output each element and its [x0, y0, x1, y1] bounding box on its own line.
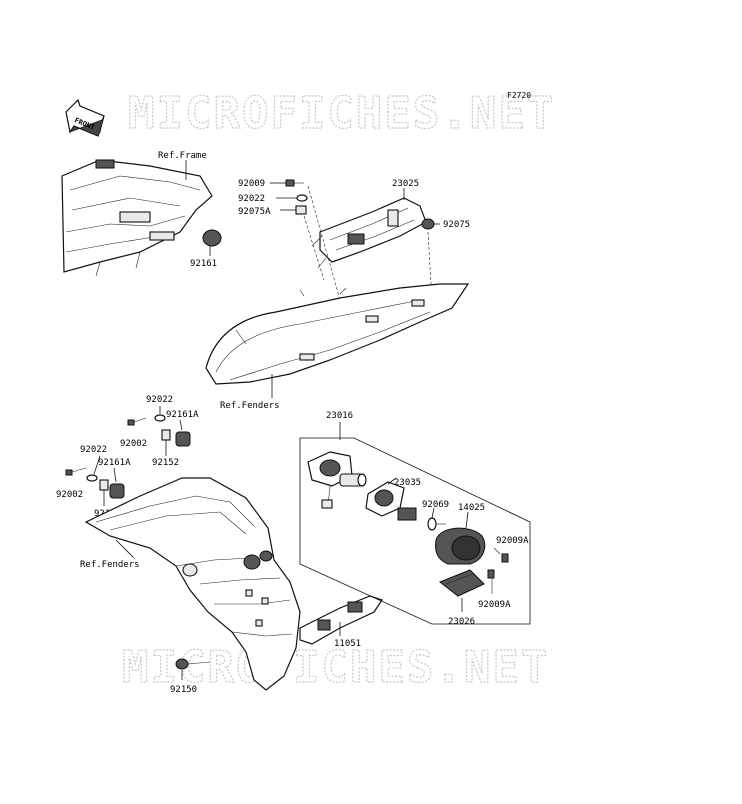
screw-92009A-b — [487, 569, 495, 594]
label-92002-a: 92002 — [120, 439, 147, 449]
label-23025: 23025 — [392, 179, 419, 189]
label-92022-top: 92022 — [238, 194, 265, 204]
screw-92009-top — [285, 179, 304, 187]
lens-14025 — [435, 527, 486, 565]
seat-cowl — [205, 283, 470, 385]
label-ref-frame: Ref.Frame — [158, 151, 207, 161]
connector — [397, 507, 417, 521]
socket-23035 — [365, 481, 405, 517]
label-ref-fenders-top: Ref.Fenders — [220, 401, 280, 411]
label-92009A-b: 92009A — [478, 600, 511, 610]
label-92161A-b: 92161A — [98, 458, 131, 468]
nut-92075A — [295, 205, 307, 215]
grommet-92161 — [202, 229, 222, 247]
label-92075A: 92075A — [238, 207, 271, 217]
label-23026: 23026 — [448, 617, 475, 627]
washer-92022-top — [296, 194, 308, 202]
watermark-top: MICROFICHES.NET — [128, 88, 555, 139]
bulb-holder — [339, 473, 367, 487]
label-92009A-a: 92009A — [496, 536, 529, 546]
front-arrow-icon: FRONT — [65, 98, 105, 137]
label-92150: 92150 — [170, 685, 197, 695]
label-92069: 92069 — [422, 500, 449, 510]
label-92022-a: 92022 — [146, 395, 173, 405]
watermark-bottom: MICROFICHES.NET — [122, 642, 549, 693]
screw-92069 — [427, 517, 437, 531]
label-92075: 92075 — [443, 220, 470, 230]
label-92002-b: 92002 — [56, 490, 83, 500]
label-92022-b: 92022 — [80, 445, 107, 455]
label-23016: 23016 — [326, 411, 353, 421]
label-92161: 92161 — [190, 259, 217, 269]
group-outline-23016 — [299, 437, 531, 625]
taillight-23025 — [311, 197, 427, 269]
nut-92075 — [421, 218, 435, 230]
rivet-92150 — [175, 658, 189, 670]
label-11051: 11051 — [334, 639, 361, 649]
label-92161A-a: 92161A — [166, 410, 199, 420]
label-92152-a: 92152 — [152, 458, 179, 468]
reflector-23026 — [439, 569, 485, 597]
label-23035: 23035 — [394, 478, 421, 488]
figure-code: F2720 — [507, 91, 531, 100]
label-ref-fenders-bottom: Ref.Fenders — [80, 560, 140, 570]
hardware-set-a — [127, 414, 191, 447]
frame-assembly — [61, 159, 222, 277]
label-14025: 14025 — [458, 503, 485, 513]
bracket-11051 — [299, 595, 383, 645]
label-92009-top: 92009 — [238, 179, 265, 189]
rear-fender — [84, 477, 301, 691]
hardware-set-b — [65, 467, 125, 499]
screw-92009A-a — [493, 547, 509, 563]
